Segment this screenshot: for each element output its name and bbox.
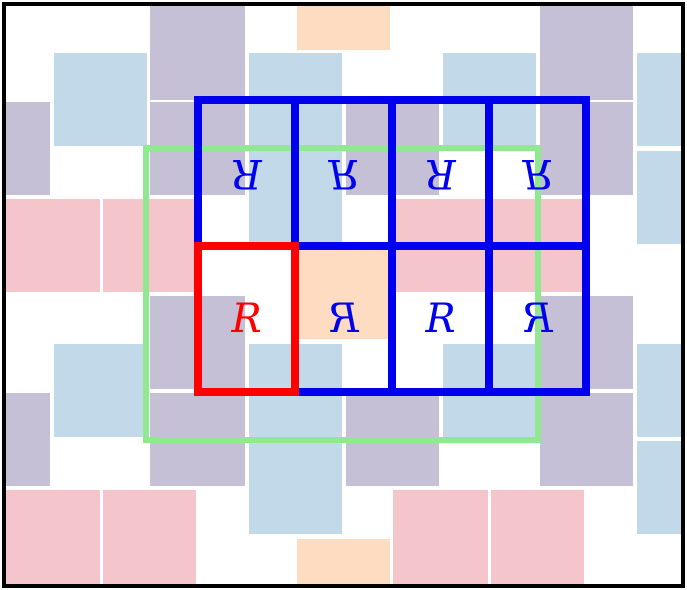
blue-tile (52, 342, 149, 439)
purple-tile (148, 3, 247, 102)
blue-tile (635, 51, 684, 148)
blue-tile (635, 342, 684, 439)
cell-glyph-mirror-vertical: R (327, 150, 358, 196)
blue-tile (52, 51, 149, 148)
cell-glyph-mirror-horizontal: R (522, 296, 553, 342)
purple-tile (3, 391, 52, 488)
purple-tile (538, 391, 635, 488)
cell-glyph-rotate-180: R (425, 150, 456, 196)
peach-tile (295, 3, 392, 52)
pink-tile (391, 488, 490, 587)
pink-tile (3, 197, 102, 294)
blue-tile (247, 439, 344, 536)
peach-tile (295, 537, 392, 587)
blue-tile (635, 149, 684, 246)
background-tiles (3, 3, 684, 587)
cell-glyph-mirror-vertical: R (521, 150, 552, 196)
purple-tile (3, 100, 52, 197)
blue-tile (635, 439, 684, 536)
highlighted-cell-border (194, 242, 299, 396)
glyph-grid: R R R R R R R R (194, 96, 590, 396)
purple-tile (538, 3, 635, 102)
pink-tile (489, 488, 586, 587)
cell-glyph-rotate-180: R (231, 150, 262, 196)
pink-tile (101, 488, 198, 587)
grid-cell-border (485, 242, 590, 396)
cell-glyph-identity: R (424, 296, 455, 342)
cell-glyph-mirror-horizontal: R (328, 296, 359, 342)
cell-glyph-identity: R (230, 296, 261, 342)
pink-tile (101, 197, 198, 294)
green-outline (143, 145, 541, 443)
pink-tile (3, 488, 102, 587)
